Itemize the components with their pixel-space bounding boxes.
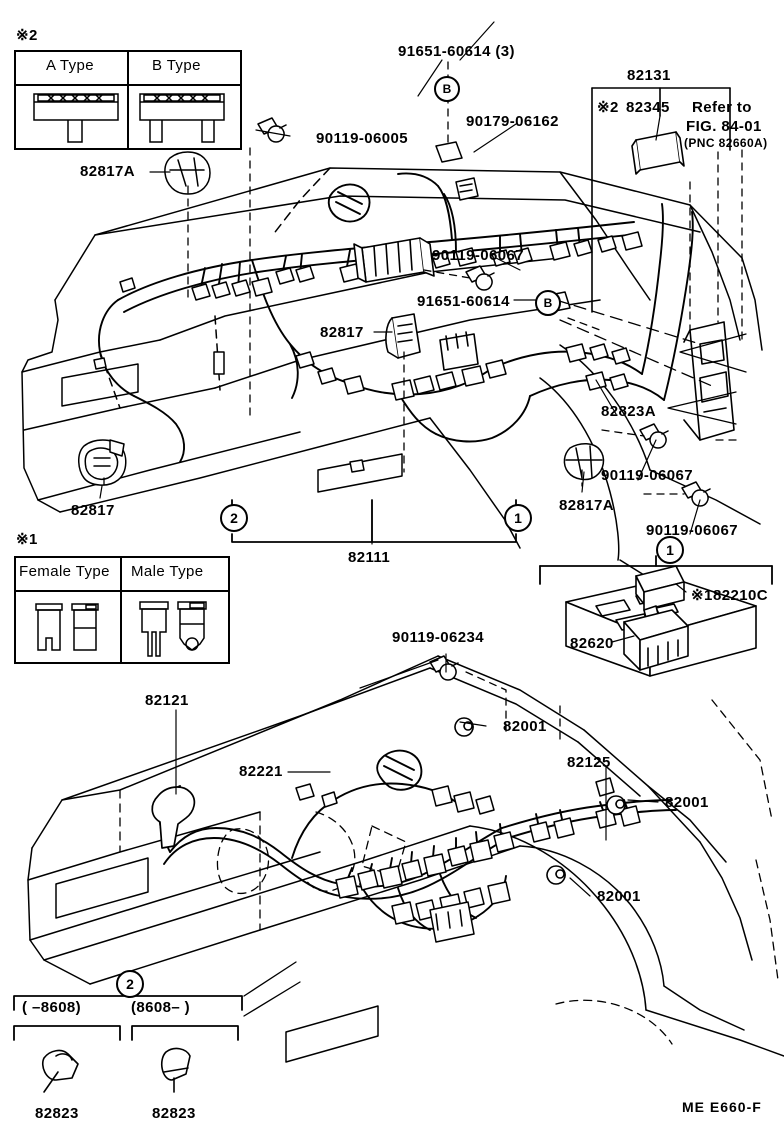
label-82620: 82620 (570, 635, 614, 652)
lower-vehicle-body (27, 655, 784, 1063)
label-82001-c: 82001 (597, 888, 641, 905)
label-82121: 82121 (145, 692, 189, 709)
part-82823-right (160, 1047, 191, 1093)
label-91651-60614-3: 91651-60614 (3) (398, 43, 515, 60)
note-1-header-male: Male Type (131, 563, 204, 580)
clamp-82001-a (454, 717, 474, 737)
note-2-header-a: A Type (46, 57, 94, 74)
label-90119-06234: 90119-06234 (392, 629, 484, 646)
note-2-header-b: B Type (152, 57, 201, 74)
bolt-90119-06067-a (465, 265, 495, 291)
bracket-82131 (591, 87, 731, 313)
callout-circle-1-upper: 1 (504, 504, 532, 532)
label-star1-82210C: ※1 (691, 587, 713, 604)
label-82131: 82131 (627, 67, 671, 84)
label-82111: 82111 (348, 549, 391, 566)
label-82817-mid: 82817 (320, 324, 364, 341)
label-star2-82345: ※2 (597, 99, 619, 116)
bolt-90119-06234 (429, 655, 459, 681)
label-90119-06005: 90119-06005 (316, 130, 408, 147)
label-82210C: 82210C (713, 587, 768, 604)
callout-circle-2-upper: 2 (220, 504, 248, 532)
label-fig-84-01: FIG. 84-01 (686, 118, 762, 135)
label-82823A: 82823A (601, 403, 656, 420)
label-82001-b: 82001 (665, 794, 709, 811)
part-label-82823-left: 82823 (35, 1105, 79, 1122)
label-refer-to: Refer to (692, 99, 752, 116)
clamp-82001-b (606, 795, 626, 815)
date-range-after: (8608– ) (131, 999, 191, 1016)
part-label-82823-right: 82823 (152, 1105, 196, 1122)
label-82345: 82345 (626, 99, 670, 116)
note-1-marker: ※1 (16, 531, 38, 548)
leader-lines-upper (99, 21, 701, 545)
callout-circle-b-mid: B (535, 290, 561, 316)
note-1-table-header-rule (14, 590, 230, 592)
fuse-box-82620 (565, 565, 757, 677)
leader-dashes-lower (465, 671, 561, 741)
note-2-table-divider (127, 50, 129, 150)
alignment-arms-upper (555, 299, 713, 387)
bolt-90119-06005 (257, 117, 287, 143)
bracket-callout-span (231, 499, 517, 543)
note-2-table-header-rule (14, 84, 242, 86)
callout-circle-b-upper: B (434, 76, 460, 102)
label-82817-left: 82817 (71, 502, 115, 519)
note-1-table (14, 556, 230, 664)
label-91651-60614-b: 91651-60614 (417, 293, 510, 310)
lower-body-dashes (119, 699, 779, 1045)
label-90119-06067-c: 90119-06067 (646, 522, 738, 539)
note-1-terminal-illustrations (35, 601, 207, 657)
junction-block-upper (353, 237, 435, 283)
label-82125: 82125 (567, 754, 611, 771)
grommet-82121 (151, 786, 196, 849)
clip-82817A-top (164, 151, 211, 195)
label-82001-a: 82001 (503, 718, 547, 735)
label-pnc-82660a: (PNC 82660A) (684, 136, 768, 150)
label-90179-06162: 90179-06162 (466, 113, 559, 130)
clip-91651-bases (435, 141, 571, 313)
connector-mid-lower (439, 331, 479, 371)
leader-lines-lower (175, 583, 687, 897)
grommet-82817-mid (385, 313, 421, 359)
alignment-arms-solid (667, 333, 747, 425)
footer-diagram-code: ME E660-F (682, 1099, 762, 1115)
lower-connectors (295, 777, 641, 943)
callout-circle-1-fusebox: 1 (656, 536, 684, 564)
date-split-leaders (243, 961, 301, 1017)
label-82817A-top: 82817A (80, 163, 135, 180)
note-1-header-female: Female Type (19, 563, 110, 580)
date-range-before: ( –8608) (22, 999, 82, 1016)
label-82817A-low: 82817A (559, 497, 614, 514)
note-1-table-divider (120, 556, 122, 664)
note-2-type-illustrations (33, 93, 225, 143)
note-2-marker: ※2 (16, 27, 38, 44)
callout-circle-2-lower: 2 (116, 970, 144, 998)
upper-vehicle-body (21, 167, 763, 651)
relay-82345 (631, 131, 685, 175)
bolt-90119-06067-c (681, 481, 711, 507)
clip-90179-06162 (455, 177, 479, 201)
clamp-82001-c (546, 865, 566, 885)
door-harness-assembly (683, 321, 735, 441)
label-82221: 82221 (239, 763, 283, 780)
part-82823-left (41, 1049, 79, 1093)
label-90119-06067-b: 90119-06067 (601, 467, 693, 484)
clip-82817A-low (563, 443, 605, 481)
bracket-fusebox (539, 555, 773, 585)
grommet-82817-left (78, 439, 127, 486)
label-90119-06067-a: 90119-06067 (432, 247, 524, 264)
